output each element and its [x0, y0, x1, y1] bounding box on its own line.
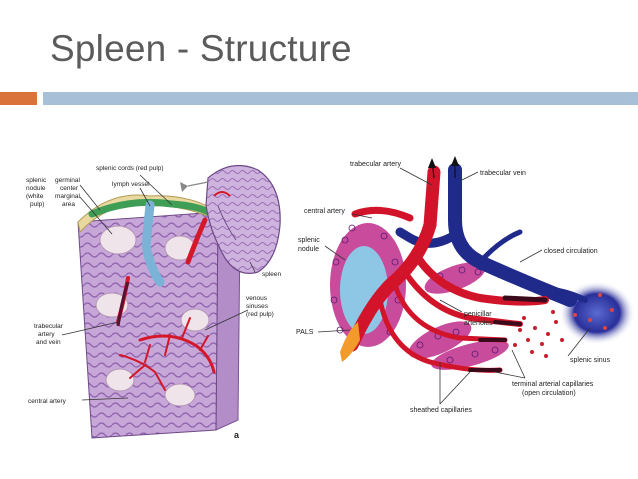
label-germinal-center-2: center: [60, 185, 79, 192]
label-splenic-nodule-3: (white: [26, 193, 44, 200]
label-marginal-area-1: marginal: [55, 193, 80, 200]
sheathed-clusters: [408, 262, 509, 370]
label-closed-circulation: closed circulation: [544, 248, 598, 255]
label-splenic-nodule-right-1: splenic: [298, 237, 320, 244]
label-trabecular-3: and vein: [36, 339, 61, 346]
circulation-diagram: [330, 156, 635, 373]
label-venous-sinuses-3: (red pulp): [246, 311, 274, 318]
label-spleen: spleen: [262, 271, 282, 278]
label-splenic-nodule-4: pulp): [30, 201, 44, 208]
accent-bar-orange: [0, 92, 37, 105]
label-central-artery-left: central artery: [28, 398, 67, 405]
slide-title: Spleen - Structure: [50, 28, 352, 69]
left-labels: splenic nodule (white pulp) germinal cen…: [26, 165, 282, 440]
label-trabecular-artery: trabecular artery: [350, 161, 401, 168]
label-trabecular-1: trabecular: [34, 323, 64, 330]
spleen-organ: [180, 164, 281, 274]
label-venous-sinuses-1: venous: [246, 295, 268, 302]
label-pals: PALS: [296, 329, 314, 336]
right-labels: trabecular artery trabecular vein centra…: [296, 161, 611, 414]
tissue-block: [77, 194, 241, 439]
label-lymph-vessel: lymph vessel: [112, 181, 150, 188]
label-splenic-nodule-1: splenic: [26, 177, 47, 184]
splenic-sinus-blob: [559, 281, 635, 345]
label-germinal-center-1: germinal: [55, 177, 80, 184]
label-splenic-nodule-right-2: nodule: [298, 246, 319, 253]
label-penicillar-1: penicillar: [464, 311, 492, 318]
left-leader-lines: [61, 174, 256, 401]
label-panel-a: a: [234, 430, 240, 440]
label-trabecular-vein: trabecular vein: [480, 170, 526, 177]
label-splenic-nodule-2: nodule: [26, 185, 46, 192]
label-venous-sinuses-2: sinuses: [246, 303, 269, 310]
label-splenic-cords: splenic cords (red pulp): [96, 165, 164, 172]
label-penicillar-2: arterioles: [464, 320, 493, 327]
label-terminal-capillaries-2: (open circulation): [522, 390, 576, 397]
accent-bar-blue: [43, 92, 638, 105]
label-central-artery-right: central artery: [304, 208, 345, 215]
capillary-tips: [468, 295, 548, 372]
label-terminal-capillaries-1: terminal arterial capillaries: [512, 381, 594, 388]
label-sheathed-capillaries: sheathed capillaries: [410, 407, 472, 414]
label-trabecular-2: artery: [38, 331, 55, 338]
label-splenic-sinus: splenic sinus: [570, 357, 611, 364]
label-marginal-area-2: area: [62, 201, 75, 208]
blood-cells: [513, 310, 564, 358]
pals-sheath: [340, 322, 360, 362]
right-leader-lines: [317, 167, 591, 405]
